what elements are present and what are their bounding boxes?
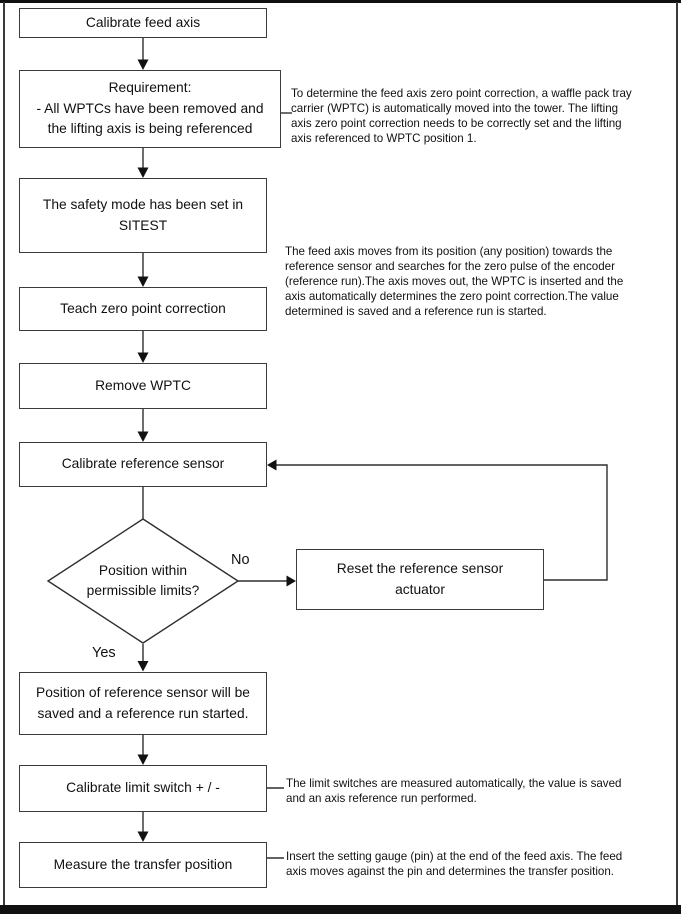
- page-border-left: [3, 2, 5, 905]
- arrowhead-down-icon: [137, 661, 149, 672]
- arrowhead-down-icon: [137, 431, 149, 442]
- branch-label-no: No: [231, 552, 250, 568]
- note-limit-switch: The limit switches are measured automati…: [286, 777, 622, 806]
- arrowhead-down-icon: [137, 276, 149, 287]
- node-remove-wptc: Remove WPTC: [19, 363, 267, 409]
- arrowhead-down-icon: [137, 167, 149, 178]
- arrowhead-right-icon: [286, 575, 296, 587]
- note-zero-point: To determine the feed axis zero point co…: [291, 87, 632, 146]
- node-save-position: Position of reference sensor will be sav…: [19, 672, 267, 735]
- node-measure-transfer-position: Measure the transfer position: [19, 842, 267, 888]
- arrowhead-down-icon: [137, 59, 149, 70]
- decision-diamond-shape: [46, 518, 240, 644]
- node-teach-zero-point: Teach zero point correction: [19, 287, 267, 331]
- node-calibrate-limit-switch: Calibrate limit switch + / -: [19, 765, 267, 812]
- node-calibrate-feed-axis: Calibrate feed axis: [19, 8, 267, 38]
- node-safety-mode: The safety mode has been set in SITEST: [19, 178, 267, 253]
- page-border-right: [676, 2, 678, 905]
- page-border-bottom: [0, 905, 681, 914]
- arrowhead-down-icon: [137, 352, 149, 363]
- arrowhead-left-icon: [267, 459, 277, 471]
- node-requirement: Requirement: - All WPTCs have been remov…: [19, 70, 281, 148]
- arrowhead-down-icon: [137, 831, 149, 842]
- page-border-top: [0, 0, 681, 3]
- feedback-loop-line: [276, 464, 608, 581]
- node-decision-position-limits: Position within permissible limits?: [86, 563, 200, 598]
- arrowhead-down-icon: [137, 754, 149, 765]
- note-transfer-position: Insert the setting gauge (pin) at the en…: [286, 850, 623, 879]
- note-reference-run: The feed axis moves from its position (a…: [285, 245, 624, 319]
- branch-label-yes: Yes: [92, 645, 116, 661]
- node-reset-actuator: Reset the reference sensor actuator: [296, 549, 544, 610]
- node-calibrate-reference-sensor: Calibrate reference sensor: [19, 442, 267, 487]
